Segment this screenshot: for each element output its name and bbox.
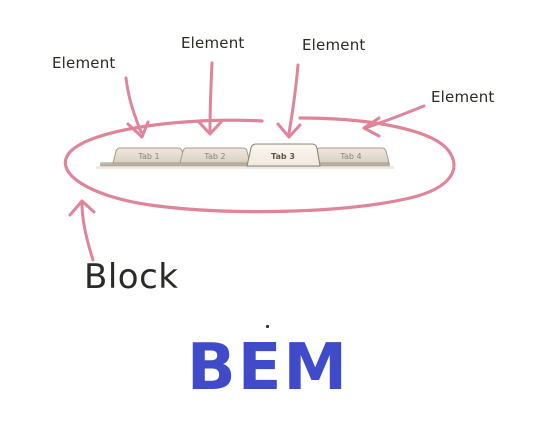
tab-4[interactable]: Tab 4 bbox=[312, 147, 390, 164]
arrow-block bbox=[68, 199, 96, 262]
arrow-element-3 bbox=[276, 63, 302, 139]
label-element-4: Element bbox=[431, 88, 495, 106]
arrow-element-4 bbox=[362, 104, 426, 138]
divider-dot bbox=[266, 325, 269, 328]
tab-bar: Tab 1 Tab 2 Tab 4 Tab 3 bbox=[96, 143, 394, 169]
label-element-3: Element bbox=[302, 36, 366, 54]
label-block: Block bbox=[84, 257, 178, 297]
tab-1[interactable]: Tab 1 bbox=[112, 147, 186, 164]
tab-3-label: Tab 3 bbox=[271, 152, 295, 161]
tab-3-active[interactable]: Tab 3 bbox=[246, 143, 321, 167]
page-title: BEM bbox=[186, 331, 350, 405]
arrow-element-2 bbox=[197, 61, 223, 136]
tab-1-label: Tab 1 bbox=[137, 152, 159, 161]
block-outline bbox=[63, 116, 456, 214]
arrow-element-1 bbox=[124, 76, 150, 139]
tab-2[interactable]: Tab 2 bbox=[179, 147, 251, 164]
label-element-2: Element bbox=[181, 34, 245, 52]
label-element-1: Element bbox=[52, 54, 116, 72]
tab-2-label: Tab 2 bbox=[203, 152, 225, 161]
tab-4-label: Tab 4 bbox=[339, 152, 361, 161]
